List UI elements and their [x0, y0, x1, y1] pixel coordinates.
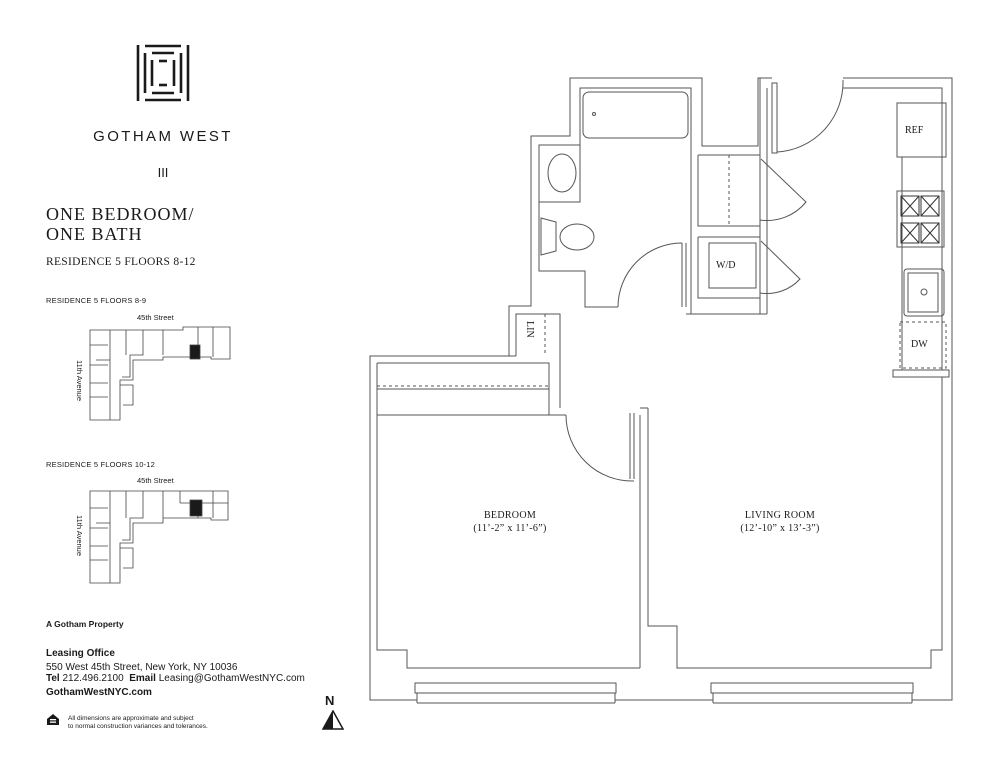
disclaimer-line: to normal construction variances and tol…	[68, 722, 208, 730]
refrigerator	[896, 102, 947, 158]
equal-housing-icon	[47, 714, 59, 725]
disclaimer: All dimensions are approximate and subje…	[68, 715, 208, 730]
living-room-window	[710, 682, 914, 704]
property-label: A Gotham Property	[46, 619, 124, 629]
partition-wall	[639, 407, 931, 669]
unit-title: ONE BEDROOM/ ONE BATH	[46, 204, 195, 244]
tel-label: Tel	[46, 673, 60, 684]
closet-wall	[686, 78, 768, 315]
gotham-west-logo	[136, 44, 190, 102]
burner-icons	[900, 195, 940, 244]
street-label: 45th Street	[137, 313, 174, 322]
north-label: N	[325, 693, 335, 708]
street-label: 45th Street	[137, 476, 174, 485]
disclaimer-line: All dimensions are approximate and subje…	[68, 715, 194, 722]
leasing-contact: 550 West 45th Street, New York, NY 10036…	[46, 662, 305, 684]
living-room-label: LIVING ROOM (12’-10” x 13’-3”)	[700, 509, 860, 535]
bathtub	[582, 91, 689, 139]
ref-label: REF	[905, 125, 924, 136]
unit-title-line1: ONE BEDROOM/	[46, 204, 195, 224]
brand-name: GOTHAM WEST	[93, 128, 233, 145]
room-dimensions: (11’-2” x 11’-6”)	[473, 523, 547, 534]
unit-highlight	[189, 499, 203, 517]
unit-highlight	[189, 344, 201, 360]
website: GothamWestNYC.com	[46, 687, 152, 698]
sink-icon	[547, 153, 577, 193]
kitchen-sink	[903, 268, 945, 317]
address: 550 West 45th Street, New York, NY 10036	[46, 662, 238, 673]
linen-label: LIN	[524, 321, 535, 338]
room-name: LIVING ROOM	[744, 510, 816, 521]
bedroom-door-swing	[565, 414, 635, 482]
email-address: Leasing@GothamWestNYC.com	[158, 673, 305, 684]
bathroom-door-swing	[617, 242, 683, 308]
bedroom-label: BEDROOM (11’-2” x 11’-6”)	[430, 509, 590, 535]
key-plan-map	[89, 326, 231, 421]
dishwasher	[899, 321, 947, 369]
north-arrow-icon	[322, 710, 344, 730]
room-name: BEDROOM	[483, 510, 537, 521]
phone-number: 212.496.2100	[62, 673, 124, 684]
leasing-office-title: Leasing Office	[46, 648, 115, 659]
dishwasher-label: DW	[911, 339, 928, 350]
bedroom-window	[414, 682, 617, 704]
key-plan-label: RESIDENCE 5 FLOORS 8-9	[46, 296, 147, 305]
unit-title-line2: ONE BATH	[46, 224, 143, 244]
closet-bifold-door	[759, 240, 801, 295]
entry-door-swing	[776, 79, 844, 153]
vanity	[538, 144, 581, 203]
washer-dryer-label: W/D	[716, 260, 736, 271]
range	[896, 190, 945, 248]
email-label: Email	[129, 673, 156, 684]
linen-closet	[509, 313, 561, 408]
key-plan-map	[89, 490, 229, 584]
residence-label: RESIDENCE 5 FLOORS 8-12	[46, 256, 196, 268]
building-numeral: III	[157, 165, 169, 180]
key-plan-label: RESIDENCE 5 FLOORS 10-12	[46, 460, 156, 469]
bathroom-wall	[538, 87, 692, 315]
toilet-icon	[540, 217, 557, 256]
room-dimensions: (12’-10” x 13’-3”)	[740, 523, 820, 534]
kitchen-counter	[843, 87, 950, 669]
washer-dryer	[708, 242, 757, 289]
bedroom-closet	[376, 362, 640, 669]
closet-bifold-door	[759, 158, 807, 221]
